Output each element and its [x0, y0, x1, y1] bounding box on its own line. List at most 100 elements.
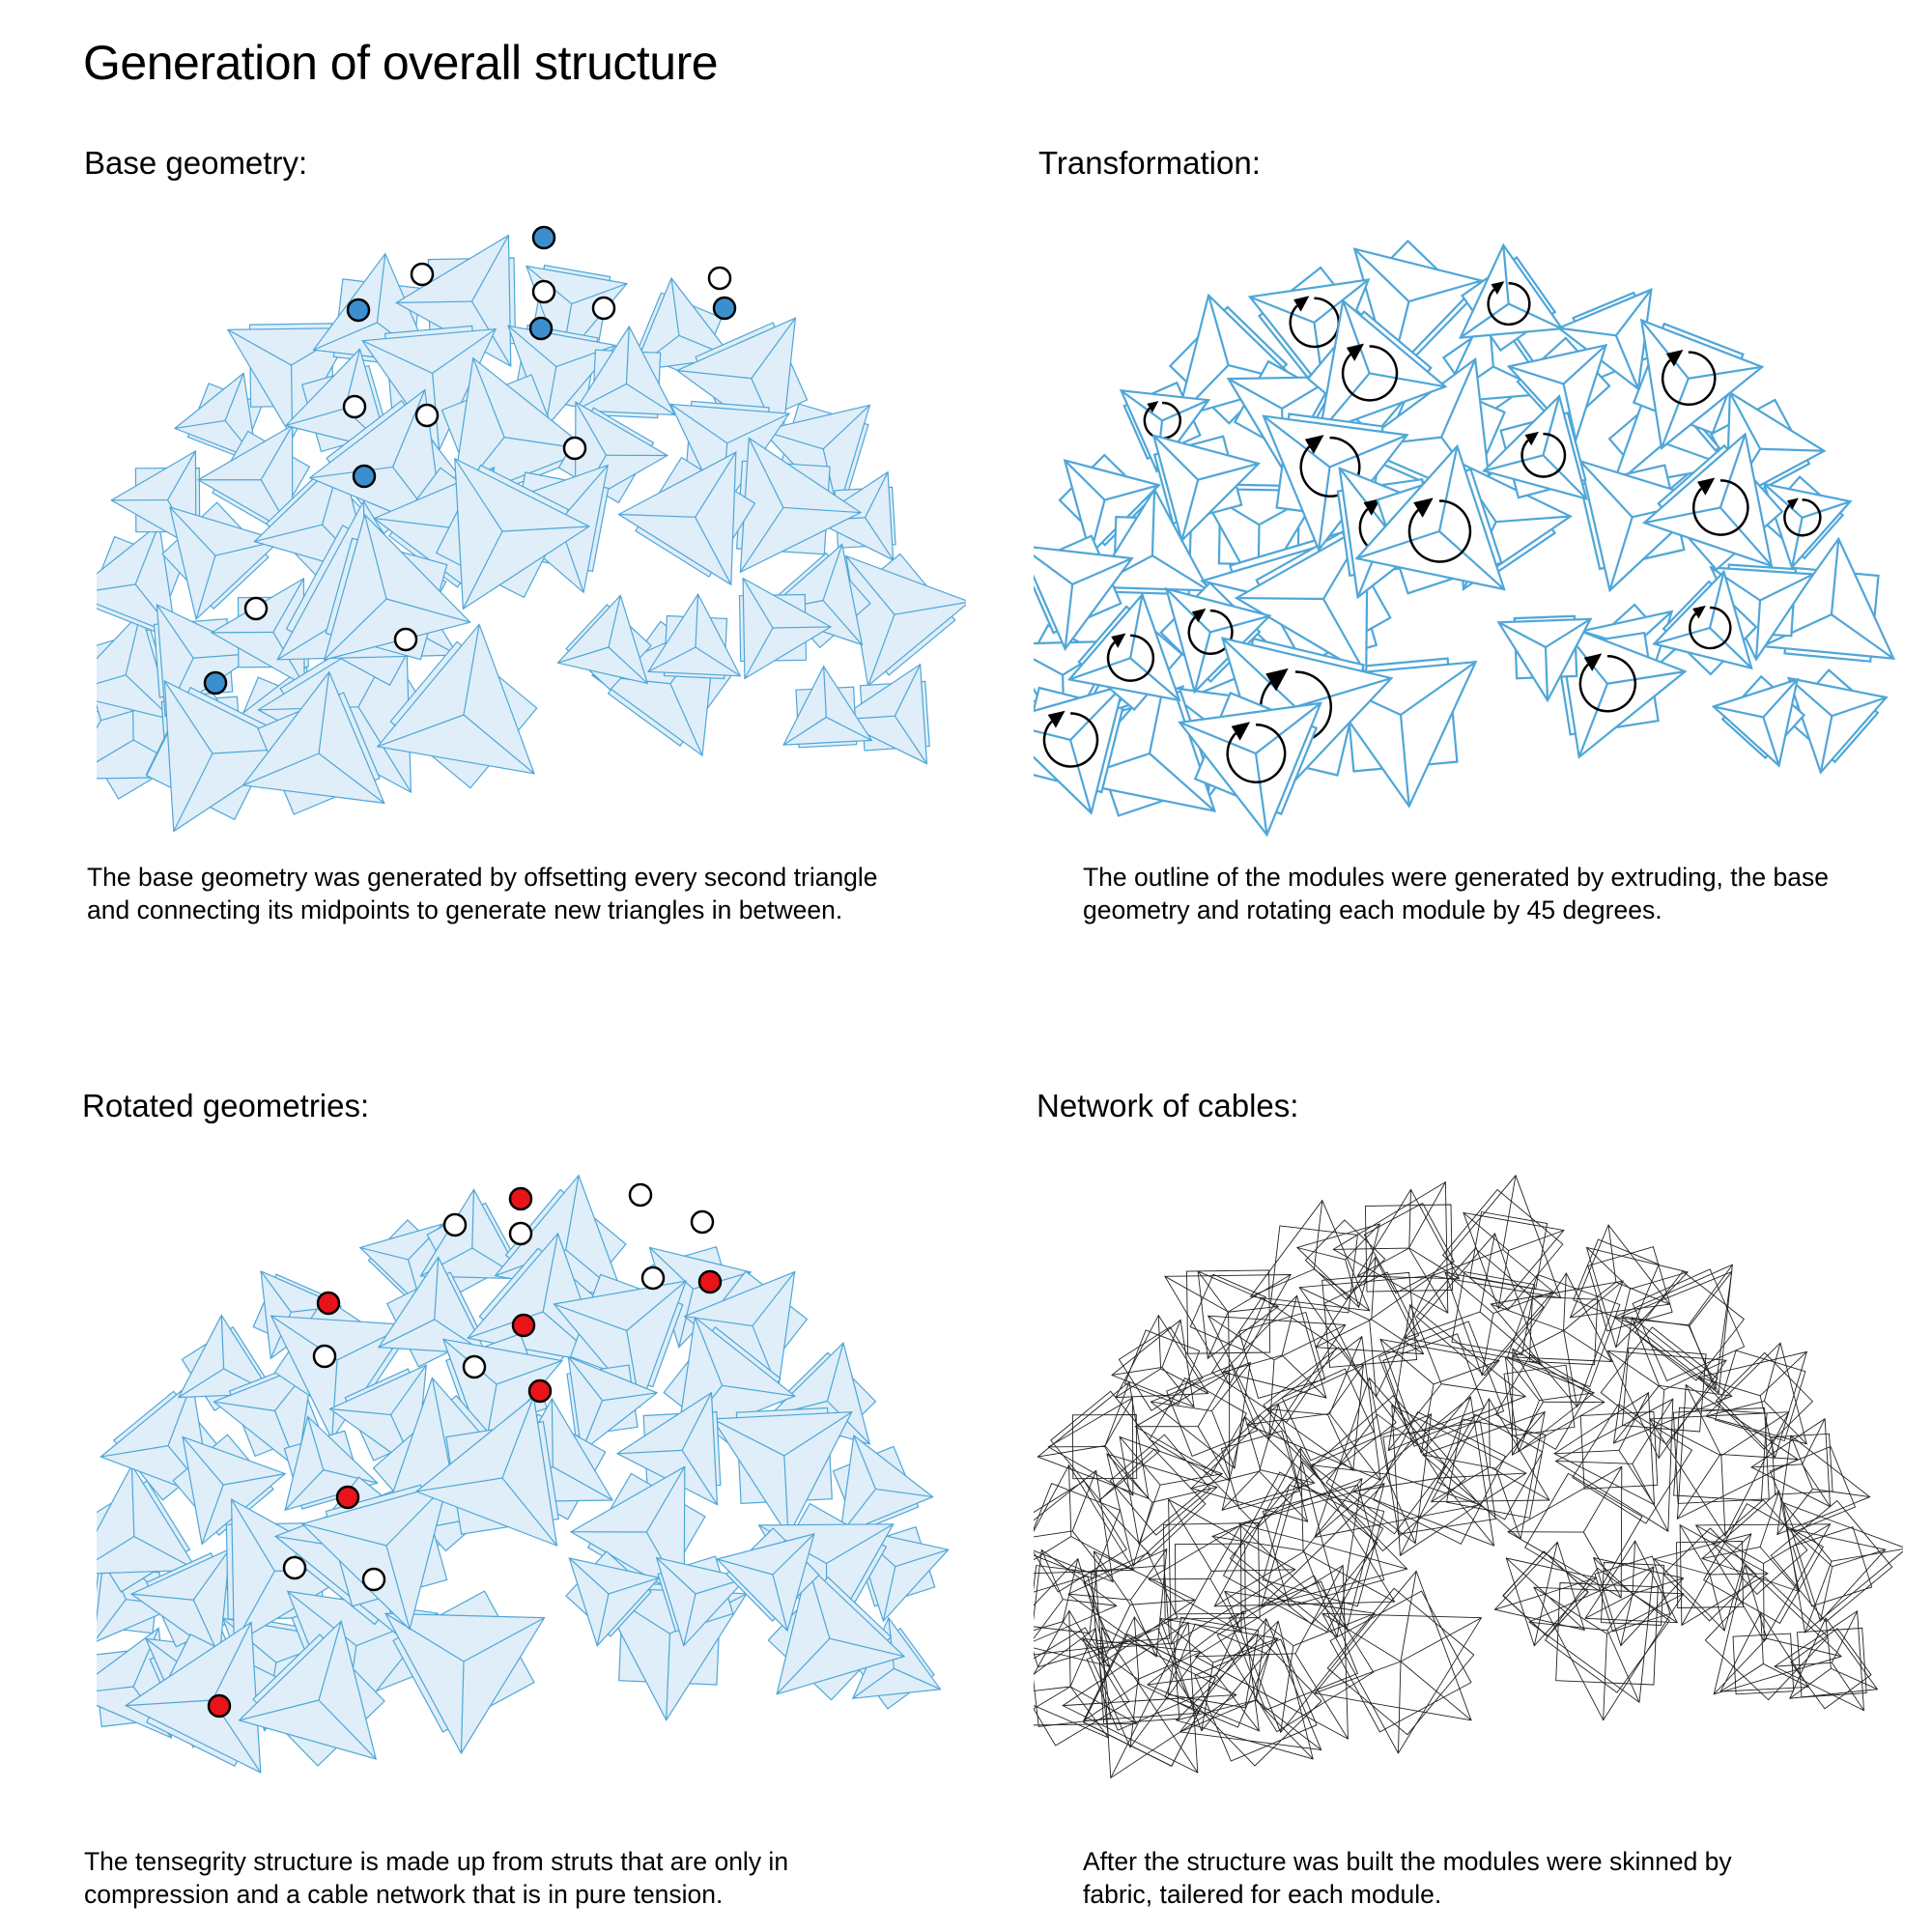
module: [1704, 1564, 1842, 1701]
node: [508, 1221, 533, 1246]
module-edge: [1314, 1472, 1389, 1538]
module-edge: [1832, 696, 1888, 718]
module-edge: [507, 325, 557, 367]
module-triangle: [1584, 1540, 1679, 1624]
module-square: [1769, 1445, 1857, 1533]
module-edge: [1542, 454, 1587, 500]
module-square: [1262, 1484, 1385, 1607]
module: [1502, 1550, 1598, 1647]
module-edge: [1263, 414, 1331, 469]
module-triangle: [1321, 1612, 1483, 1754]
module-edge: [1160, 1368, 1208, 1394]
module-edge: [782, 716, 827, 746]
module-edge: [575, 401, 607, 456]
module-edge: [865, 471, 889, 519]
module: [1503, 1355, 1595, 1453]
module-edge: [313, 322, 378, 351]
module-edge: [748, 438, 784, 508]
module-edge: [826, 1343, 844, 1402]
module-edge: [1157, 1315, 1162, 1369]
module: [1034, 1627, 1111, 1739]
module: [1148, 1524, 1246, 1634]
module-square: [1382, 1421, 1496, 1535]
module-edge: [575, 383, 627, 412]
module-edge: [1790, 1435, 1813, 1490]
module-square: [1164, 1623, 1269, 1728]
arrowhead-icon: [1304, 435, 1324, 454]
module: [832, 1434, 934, 1536]
arrowhead-icon: [1692, 605, 1706, 619]
module-edge: [1562, 344, 1607, 385]
module-edge: [1034, 554, 1073, 585]
arrowhead-icon: [1191, 608, 1207, 623]
module: [782, 665, 873, 749]
module-edge: [1608, 517, 1634, 591]
node: [591, 296, 616, 321]
module-edge: [1280, 1645, 1294, 1733]
module-square: [1672, 1407, 1770, 1504]
module-edge: [1438, 1396, 1471, 1479]
module-edge: [1533, 1593, 1547, 1646]
module-edge: [1129, 1600, 1157, 1658]
module: [1062, 1621, 1216, 1774]
module-edge: [1068, 1464, 1072, 1537]
module-triangle: [556, 594, 649, 685]
module-edge: [894, 601, 966, 615]
module: [1034, 1548, 1118, 1642]
module-edge: [1570, 1281, 1617, 1319]
module-triangle: [1115, 1314, 1209, 1399]
module-square: [1601, 1562, 1664, 1626]
module-edge: [1685, 1384, 1721, 1455]
module-triangle: [782, 665, 873, 746]
module-edge: [1558, 327, 1617, 337]
module-edge: [782, 506, 862, 514]
base-geometry-diagram: [97, 225, 966, 833]
module-edge: [1819, 1566, 1833, 1622]
module-square: [1572, 1403, 1693, 1524]
caption-line: The base geometry was generated by offse…: [87, 863, 878, 892]
module-edge: [301, 1522, 387, 1547]
module-edge: [1831, 1548, 1903, 1562]
module-triangle: [1430, 1397, 1550, 1503]
module-triangle: [1612, 1316, 1733, 1444]
module-edge: [557, 646, 610, 664]
arrowhead-icon: [1491, 281, 1505, 295]
module-triangle: [1265, 1364, 1364, 1471]
highlighted-node: [528, 316, 554, 341]
module-edge: [1149, 1622, 1189, 1701]
module: [1220, 1415, 1316, 1511]
module-triangle: [568, 1557, 661, 1647]
module: [1511, 1272, 1613, 1366]
module-edge: [617, 1449, 683, 1455]
arrowhead-icon: [1583, 653, 1603, 671]
module-edge: [1120, 389, 1163, 422]
module: [1249, 1199, 1371, 1314]
module: [1784, 668, 1889, 775]
module-edge: [1071, 1470, 1097, 1532]
module-square: [1524, 1472, 1643, 1592]
module: [1309, 1377, 1481, 1552]
module-triangle: [647, 592, 742, 677]
module-square: [1086, 1628, 1190, 1731]
module-triangle: [1391, 1404, 1527, 1557]
module-edge: [260, 425, 294, 481]
module-edge: [895, 1548, 949, 1568]
module-edge: [1545, 1577, 1597, 1595]
module-edge: [284, 1469, 325, 1511]
module-triangle: [1222, 1294, 1327, 1399]
module-edge: [130, 1593, 194, 1601]
module-edge: [1062, 1558, 1079, 1622]
module-edge: [1554, 1449, 1620, 1455]
module: [1673, 1383, 1799, 1520]
module-edge: [272, 578, 304, 633]
module-edge: [97, 674, 127, 685]
module-edge: [385, 1545, 411, 1630]
module-edge: [331, 1359, 338, 1439]
module-edge: [681, 1392, 713, 1451]
module-edge: [608, 1577, 660, 1595]
module-edge: [254, 524, 323, 543]
module-edge: [460, 1661, 465, 1753]
caption-line: geometry and rotating each module by 45 …: [1083, 895, 1662, 924]
module-square: [1091, 1565, 1171, 1645]
module-triangle: [1224, 1590, 1376, 1734]
